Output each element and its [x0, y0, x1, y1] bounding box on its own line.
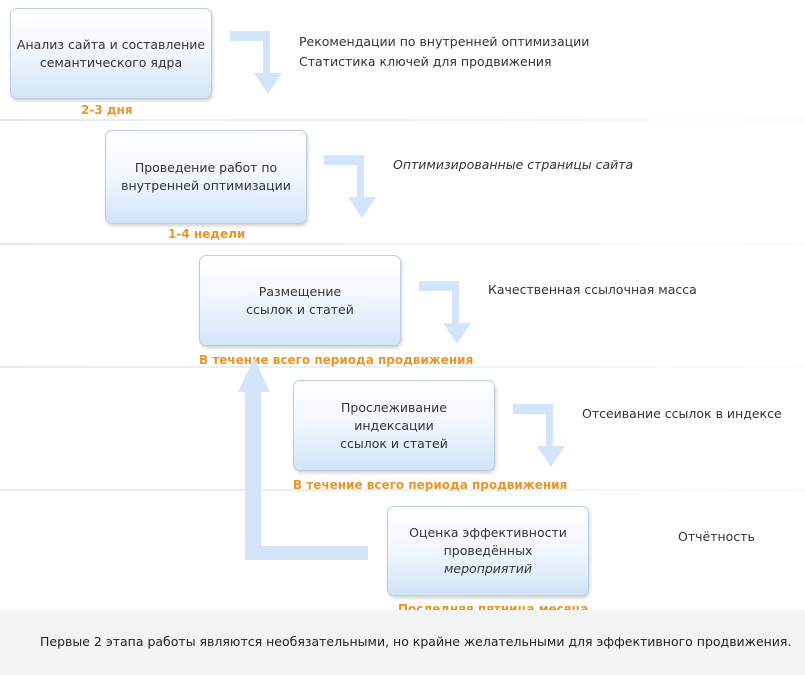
step-label: ссылок и статей [340, 435, 448, 451]
step-label: Проведение работ по [134, 160, 278, 175]
step-results: Оптимизированные страницы сайта [393, 155, 633, 175]
step-label: мероприятий [444, 561, 532, 576]
down-right-arrow-icon [230, 31, 282, 94]
step-label: внутренней оптимизации [121, 178, 291, 193]
result-text: Качественная ссылочная масса [488, 282, 697, 297]
row-separator [0, 119, 805, 121]
step-box-indexing-tracking: Прослеживание индексации ссылок и статей [293, 380, 495, 471]
step-results: Качественная ссылочная масса [488, 280, 697, 300]
step-label: проведённых [443, 543, 533, 558]
down-right-arrow-icon [513, 404, 565, 467]
step-duration: В течение всего периода продвижения [199, 353, 474, 367]
footer-note: Первые 2 этапа работы являются необязате… [40, 634, 792, 649]
row-separator [0, 243, 805, 245]
step-duration: В течение всего периода продвижения [293, 478, 568, 492]
result-text: Оптимизированные страницы сайта [393, 157, 634, 172]
step-box-link-placement: Размещение ссылок и статей [199, 255, 401, 346]
result-text: Отчётность [678, 529, 755, 544]
step-label: индексации [354, 417, 434, 433]
step-duration: 2-3 дня [81, 103, 133, 117]
down-right-arrow-icon [324, 155, 376, 218]
step-results: Отчётность [678, 527, 755, 547]
step-label: семантического ядра [39, 54, 183, 70]
step-label: Прослеживание [341, 399, 447, 415]
step-duration: 1-4 недели [168, 227, 246, 241]
result-text: Рекомендации по внутренней оптимизации [299, 34, 590, 49]
down-right-arrow-icon [419, 281, 471, 344]
step-label: Размещение [258, 283, 342, 299]
result-text: Статистика ключей для продвижения [299, 54, 552, 69]
step-results: Отсеивание ссылок в индексе [582, 404, 782, 424]
step-label: Оценка эффективности [409, 525, 567, 540]
step-box-efficiency-evaluation: Оценка эффективности проведённых меропри… [387, 506, 589, 596]
step-label: Анализ сайта и составление [16, 36, 206, 52]
loop-back-arrow-icon [238, 358, 368, 560]
result-text: Отсеивание ссылок в индексе [582, 406, 782, 421]
step-box-analysis: Анализ сайта и составление семантическог… [10, 8, 212, 99]
footer-panel [0, 610, 805, 675]
row-separator [0, 489, 805, 491]
step-box-internal-optimization: Проведение работ по внутренней оптимизац… [105, 130, 307, 224]
step-results: Рекомендации по внутренней оптимизации С… [299, 32, 589, 72]
step-label: ссылок и статей [246, 301, 354, 317]
row-separator [0, 366, 805, 368]
